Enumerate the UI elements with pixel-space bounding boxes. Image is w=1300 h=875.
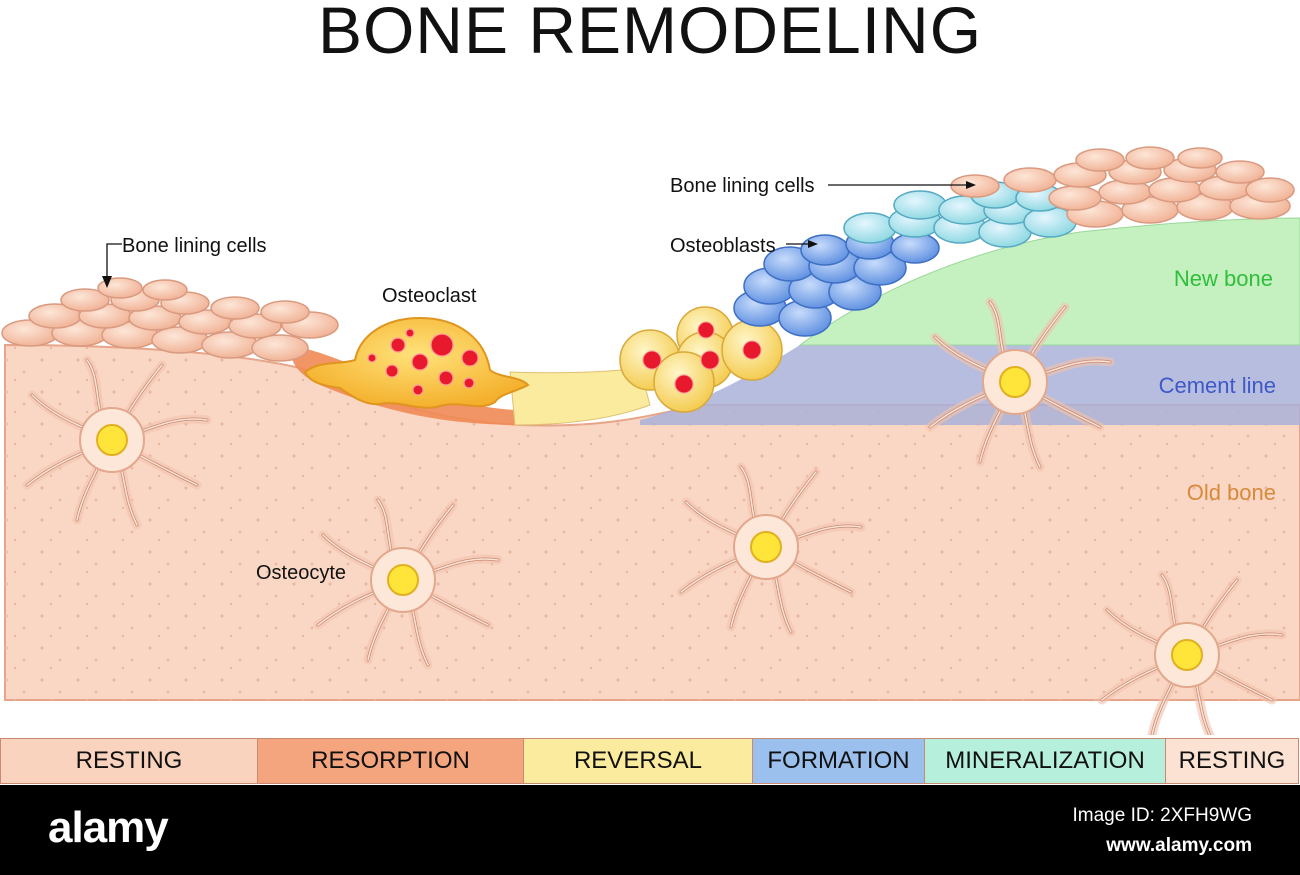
- cement-line-region: [640, 345, 1300, 425]
- label-osteocyte: Osteocyte: [256, 562, 346, 584]
- reversal-channel: [509, 367, 651, 426]
- phase-formation: FORMATION: [753, 738, 925, 784]
- label-new-bone: New bone: [1174, 266, 1273, 291]
- label-bone-lining-cells-right: Bone lining cells: [670, 175, 815, 197]
- phase-bar: RESTING RESORPTION REVERSAL FORMATION MI…: [0, 738, 1300, 784]
- phase-resting-1: RESTING: [0, 738, 258, 784]
- phase-reversal: REVERSAL: [524, 738, 753, 784]
- label-cement-line: Cement line: [1159, 373, 1276, 398]
- phase-mineralization: MINERALIZATION: [925, 738, 1166, 784]
- osteoclast-cell: [303, 316, 530, 409]
- label-old-bone: Old bone: [1187, 480, 1276, 505]
- bone-lining-cells-right: [950, 146, 1295, 228]
- label-leader-lines: [106, 184, 970, 278]
- phase-resting-2: RESTING: [1166, 738, 1299, 784]
- label-bone-lining-cells-left: Bone lining cells: [122, 235, 267, 257]
- bone-remodeling-diagram: Bone lining cells Osteoclast Bone lining…: [1, 146, 1300, 735]
- diagram-title: BONE REMODELING: [317, 0, 983, 67]
- footer-image-id: Image ID: 2XFH9WG: [1072, 805, 1253, 826]
- label-osteoclast: Osteoclast: [382, 285, 477, 307]
- label-osteoblasts: Osteoblasts: [670, 235, 776, 257]
- osteoblasts-cells: [733, 228, 940, 337]
- phase-resorption: RESORPTION: [258, 738, 524, 784]
- footer-url: www.alamy.com: [1106, 835, 1252, 856]
- footer-logo: alamy: [48, 803, 169, 852]
- bone-lining-cells-left: [1, 277, 339, 362]
- footer-bar: alamy Image ID: 2XFH9WG www.alamy.com: [0, 785, 1300, 875]
